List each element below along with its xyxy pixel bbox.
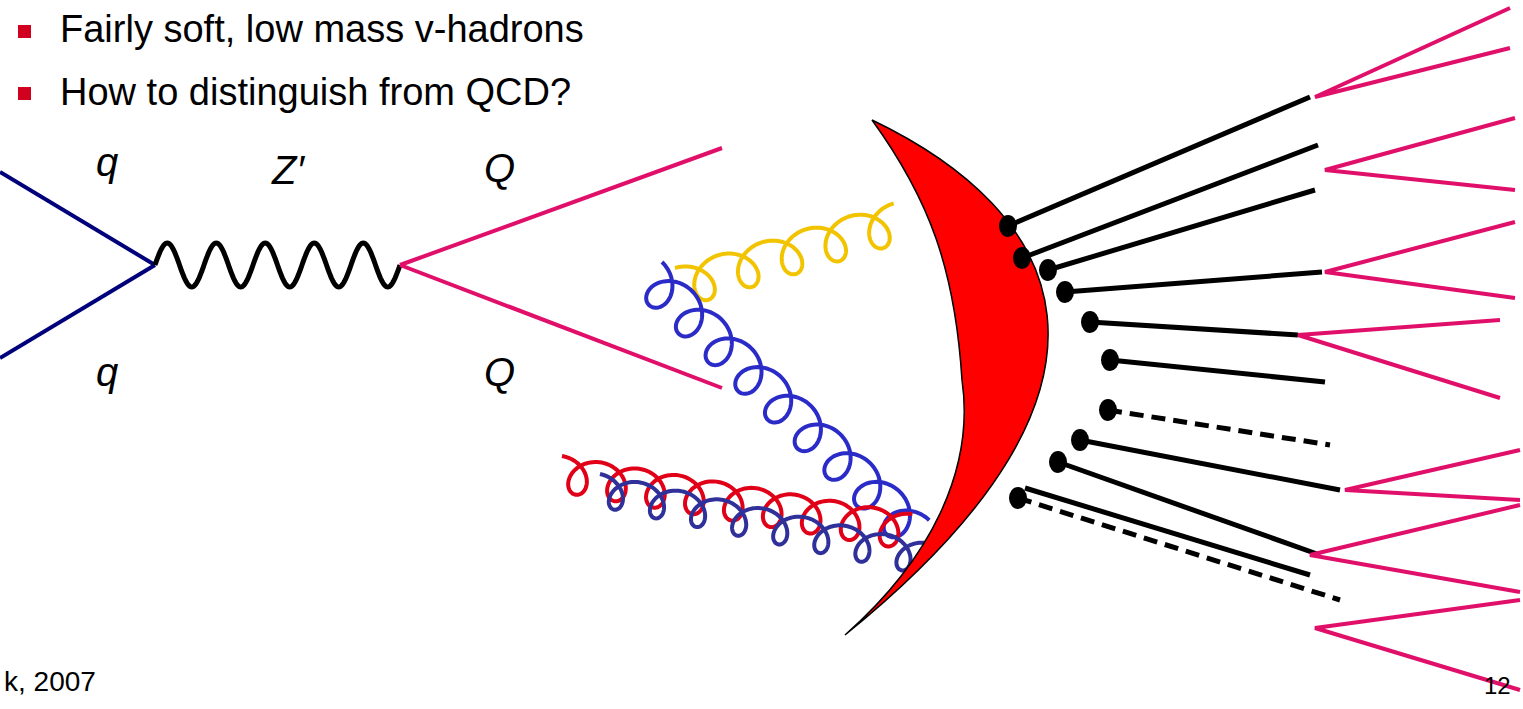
particle-label: Z′: [272, 150, 304, 190]
decay-vertex: [1013, 247, 1031, 269]
decay-products: [1345, 450, 1520, 500]
particle-label: q: [96, 142, 118, 182]
decay-products: [1325, 222, 1515, 298]
decay-vertex: [999, 215, 1017, 237]
vhadron-group: [999, 8, 1520, 690]
vhadron-line: [1090, 322, 1298, 335]
decay-vertex: [1071, 429, 1089, 451]
particle-label: Q: [484, 148, 515, 188]
bullet-marker: [18, 87, 31, 100]
particle-label: q: [96, 352, 118, 392]
boson-propagator: [155, 243, 400, 287]
decay-products: [1325, 118, 1515, 190]
decay-vertex: [1049, 451, 1067, 473]
citation-text: k, 2007: [4, 668, 96, 696]
quark-line: [0, 265, 155, 358]
vhadron-line: [1025, 488, 1310, 575]
decay-vertex: [1101, 349, 1119, 371]
bullet-marker: [18, 25, 31, 38]
decay-products: [1315, 8, 1510, 97]
vhadron-line: [1108, 410, 1330, 445]
decay-vertex: [1039, 259, 1057, 281]
bullet-text: How to distinguish from QCD?: [60, 73, 571, 111]
decay-vertex: [1099, 399, 1117, 421]
vgluon-coil: [600, 474, 929, 570]
particle-label: Q: [484, 352, 515, 392]
vgluon-group: [562, 203, 929, 570]
decay-vertex: [1009, 487, 1027, 509]
vhadron-line: [1018, 498, 1340, 600]
decay-products: [1298, 320, 1500, 398]
decay-vertex: [1056, 281, 1074, 303]
quark-line: [0, 172, 155, 265]
hadronization-region: [845, 120, 1048, 635]
bullet-text: Fairly soft, low mass v-hadrons: [60, 10, 584, 48]
vhadron-line: [1110, 360, 1325, 382]
decay-products: [1310, 505, 1520, 592]
decay-vertex: [1081, 311, 1099, 333]
vgluon-coil: [675, 203, 894, 300]
vquark-line: [400, 148, 722, 265]
vhadron-line: [1048, 190, 1315, 270]
vhadron-line: [1065, 272, 1322, 292]
page-number: 12: [1484, 674, 1511, 698]
